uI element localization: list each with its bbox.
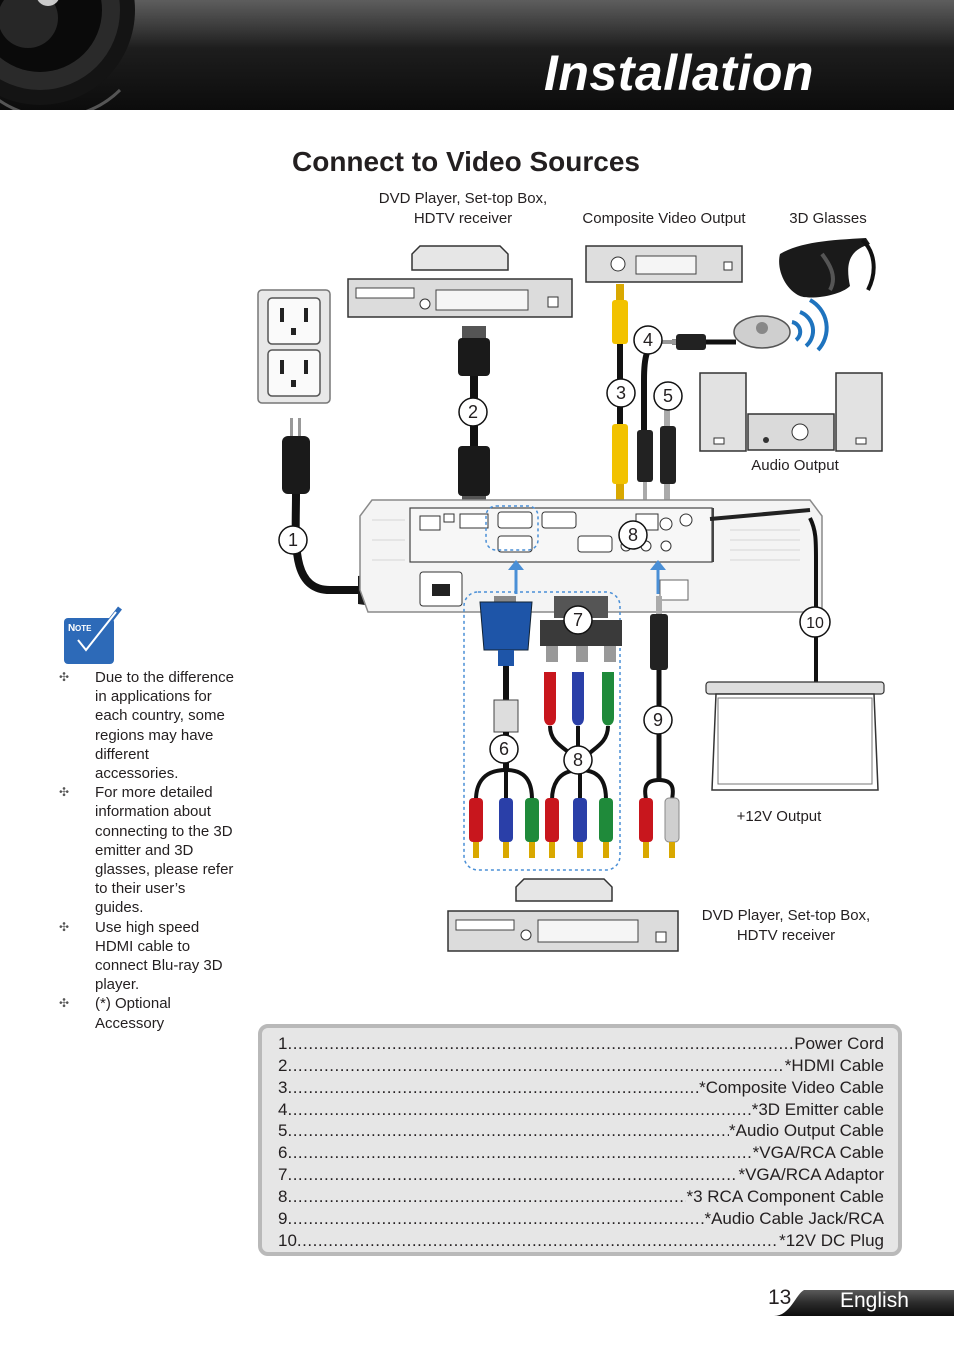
callout-9: 9	[643, 705, 673, 735]
callout-4: 4	[633, 325, 663, 355]
svg-text:6: 6	[499, 739, 509, 759]
vga-port-highlight	[485, 505, 539, 551]
cable-legend: 1Power Cord 2*HDMI Cable 3*Composite Vid…	[258, 1024, 902, 1256]
legend-row: 8*3 RCA Component Cable	[278, 1187, 884, 1209]
callout-8-bottom: 8	[563, 745, 593, 775]
projection-screen-icon	[705, 681, 885, 791]
lens-graphic	[0, 0, 135, 110]
svg-text:7: 7	[573, 610, 583, 630]
svg-text:9: 9	[653, 710, 663, 730]
callout-10: 10	[799, 606, 831, 638]
legend-row: 2*HDMI Cable	[278, 1056, 884, 1078]
3d-emitter-icon	[660, 298, 829, 352]
header-title: Installation	[544, 45, 814, 101]
dc-cable-icon	[808, 517, 818, 688]
header-banner: Installation	[0, 0, 954, 110]
3d-glasses-icon	[779, 238, 876, 298]
callout-8-top: 8	[618, 520, 648, 550]
legend-row: 1Power Cord	[278, 1034, 884, 1056]
audio-system-icon	[699, 372, 883, 452]
component-rca-plugs-icon	[469, 768, 613, 858]
diamond-bullet-icon: ✣	[59, 919, 70, 934]
dvd-player-bottom-icon	[447, 878, 679, 952]
header-shine	[0, 0, 954, 48]
callout-2: 2	[458, 397, 488, 427]
legend-row: 6*VGA/RCA Cable	[278, 1143, 884, 1165]
page-title: Connect to Video Sources	[292, 146, 640, 177]
page-number: 13	[768, 1286, 792, 1309]
svg-text:2: 2	[468, 402, 478, 422]
callout-6: 6	[489, 734, 519, 764]
svg-text:5: 5	[663, 386, 673, 406]
emitter-cable-icon	[637, 339, 661, 504]
legend-row: 9*Audio Cable Jack/RCA	[278, 1209, 884, 1231]
diamond-bullet-icon: ✣	[59, 996, 70, 1011]
note-item: ✣Due to the difference in applications f…	[59, 669, 234, 783]
svg-text:OTE: OTE	[75, 624, 92, 633]
diamond-bullet-icon: ✣	[59, 785, 70, 800]
projector-icon	[359, 499, 823, 613]
svg-text:N: N	[68, 623, 75, 634]
label-dvd-top: DVD Player, Set-top Box, HDTV receiver	[378, 190, 548, 227]
legend-row: 5*Audio Output Cable	[278, 1121, 884, 1143]
svg-text:3: 3	[616, 383, 626, 403]
label-audio-output: Audio Output	[751, 457, 839, 474]
label-composite-output: Composite Video Output	[582, 210, 746, 227]
note-icon: N OTE	[64, 606, 122, 664]
legend-row: 7*VGA/RCA Adaptor	[278, 1165, 884, 1187]
composite-source-icon	[585, 245, 743, 283]
connection-arrows	[508, 560, 666, 594]
audio-output-cable-icon	[660, 402, 676, 504]
note-item: ✣For more detailed information about con…	[59, 784, 234, 917]
note-list: ✣Due to the difference in applications f…	[59, 668, 235, 1033]
callout-1: 1	[278, 525, 308, 555]
legend-row: 3*Composite Video Cable	[278, 1078, 884, 1100]
svg-text:8: 8	[573, 750, 583, 770]
language-tab	[774, 1290, 954, 1316]
language-label: English	[840, 1289, 909, 1312]
dvd-player-top-icon	[347, 245, 573, 318]
label-dvd-bottom: DVD Player, Set-top Box, HDTV receiver	[701, 907, 871, 944]
svg-text:4: 4	[643, 330, 653, 350]
svg-text:8: 8	[628, 525, 638, 545]
label-3d-glasses: 3D Glasses	[789, 210, 867, 227]
legend-row: 10*12V DC Plug	[278, 1231, 884, 1253]
note-item: ✣(*) Optional Accessory	[59, 995, 171, 1032]
label-12v-output: +12V Output	[736, 808, 822, 825]
svg-text:10: 10	[806, 615, 824, 632]
callout-7: 7	[563, 605, 593, 635]
component-group-highlight	[463, 591, 621, 871]
callout-5: 5	[653, 381, 683, 411]
wall-outlet-icon	[257, 289, 331, 404]
svg-text:1: 1	[288, 530, 298, 550]
legend-row: 4*3D Emitter cable	[278, 1100, 884, 1122]
callout-3: 3	[606, 378, 636, 408]
diamond-bullet-icon: ✣	[59, 670, 70, 684]
note-item: ✣Use high speed HDMI cable to connect Bl…	[59, 918, 223, 994]
